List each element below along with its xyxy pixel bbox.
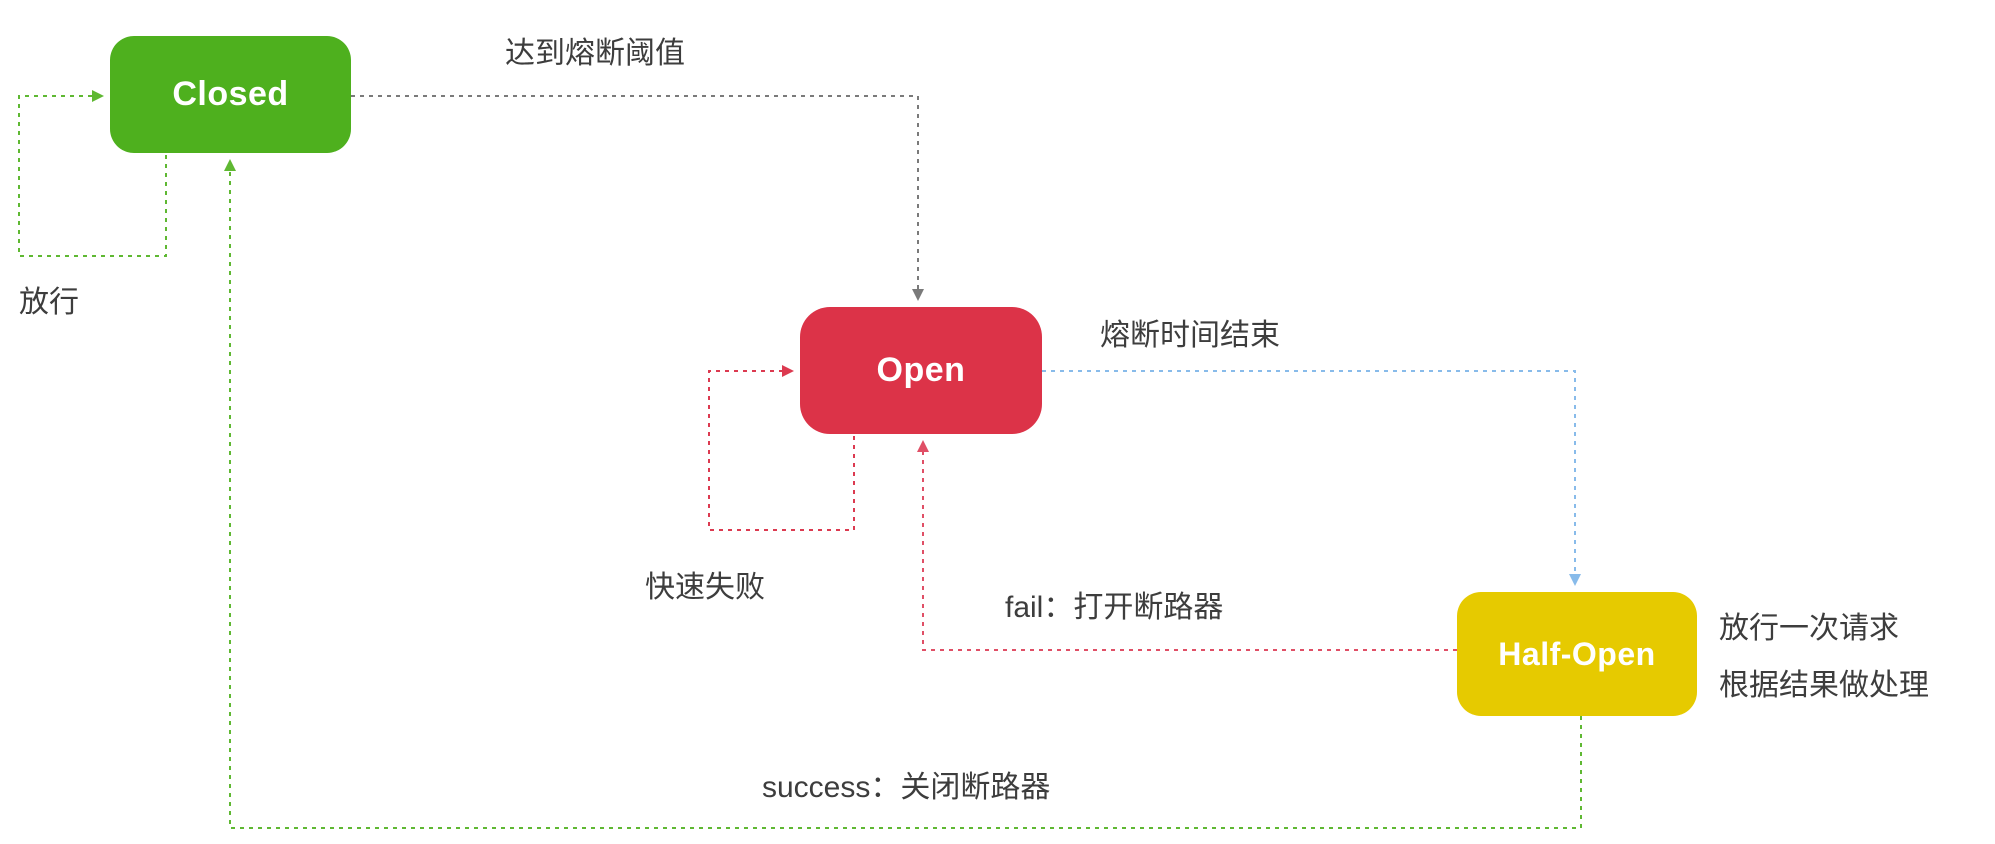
state-closed-label: Closed bbox=[172, 75, 289, 113]
edge-label-threshold: 达到熔断阈值 bbox=[505, 37, 685, 70]
edge-label-fast-fail: 快速失败 bbox=[645, 571, 765, 604]
edge-open-self bbox=[708, 365, 855, 531]
edge-closed-self bbox=[18, 90, 167, 257]
state-half-open: Half-Open bbox=[1457, 592, 1697, 716]
edge-label-success: success：关闭断路器 bbox=[762, 771, 1051, 804]
state-half-open-label: Half-Open bbox=[1498, 635, 1656, 672]
edge-half-to-open bbox=[917, 440, 1457, 651]
half-open-note-line2: 根据结果做处理 bbox=[1719, 669, 1929, 702]
edge-half-to-closed bbox=[224, 159, 1582, 829]
edge-closed-to-open bbox=[351, 95, 924, 301]
edge-label-timeout: 熔断时间结束 bbox=[1100, 319, 1280, 352]
edge-open-to-half bbox=[1042, 370, 1581, 586]
edge-label-release: 放行 bbox=[19, 286, 79, 319]
state-closed: Closed bbox=[110, 36, 351, 153]
half-open-note: 放行一次请求 根据结果做处理 bbox=[1719, 600, 1929, 714]
half-open-note-line1: 放行一次请求 bbox=[1719, 612, 1899, 645]
state-open-label: Open bbox=[876, 351, 966, 389]
edge-label-fail: fail：打开断路器 bbox=[1005, 591, 1224, 624]
state-open: Open bbox=[800, 307, 1042, 434]
